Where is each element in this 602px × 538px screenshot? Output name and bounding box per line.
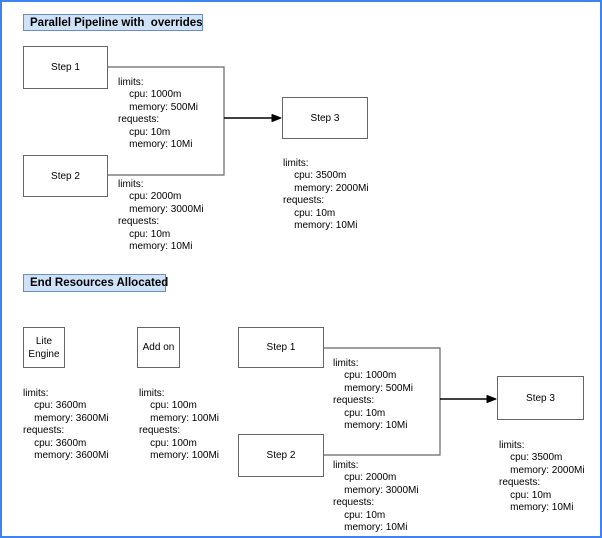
arrowhead-icon: [486, 395, 497, 403]
resources-annotation-step3-end: limits: cpu: 3500m memory: 2000Mi reques…: [499, 440, 585, 514]
node-label: Step 3: [310, 112, 340, 124]
resources-annotation-step3: limits: cpu: 3500m memory: 2000Mi reques…: [283, 158, 369, 232]
node-label: Step 2: [51, 170, 80, 182]
node-label: Step 1: [266, 342, 296, 353]
node-step3: Step 3: [282, 97, 368, 139]
resources-annotation-step2: limits: cpu: 2000m memory: 3000Mi reques…: [118, 179, 204, 253]
section-title-end-resources: End Resources Allocated: [23, 274, 168, 292]
node-step2-end: Step 2: [238, 434, 324, 477]
node-label: Step 2: [266, 450, 296, 461]
resources-annotation-lite-engine: limits: cpu: 3600m memory: 3600Mi reques…: [23, 388, 109, 462]
node-lite-engine: Lite Engine: [23, 327, 65, 368]
node-add-on: Add on: [137, 327, 180, 368]
resources-annotation-step1-end: limits: cpu: 1000m memory: 500Mi request…: [333, 358, 414, 432]
resources-annotation-add-on: limits: cpu: 100m memory: 100Mi requests…: [139, 388, 220, 462]
arrowhead-icon: [271, 114, 282, 122]
resources-annotation-step2-end: limits: cpu: 2000m memory: 3000Mi reques…: [333, 460, 419, 534]
node-step2: Step 2: [23, 155, 108, 197]
node-label: Lite Engine: [28, 335, 60, 360]
resources-annotation-step1: limits: cpu: 1000m memory: 500Mi request…: [118, 77, 199, 151]
node-label: Add on: [142, 342, 175, 353]
node-label: Step 1: [51, 62, 80, 73]
node-step1: Step 1: [23, 46, 108, 89]
node-label: Step 3: [526, 392, 555, 404]
node-step3-end: Step 3: [497, 376, 584, 420]
section-title-parallel-pipeline: Parallel Pipeline with overrides: [23, 14, 203, 31]
node-step1-end: Step 1: [238, 327, 324, 368]
